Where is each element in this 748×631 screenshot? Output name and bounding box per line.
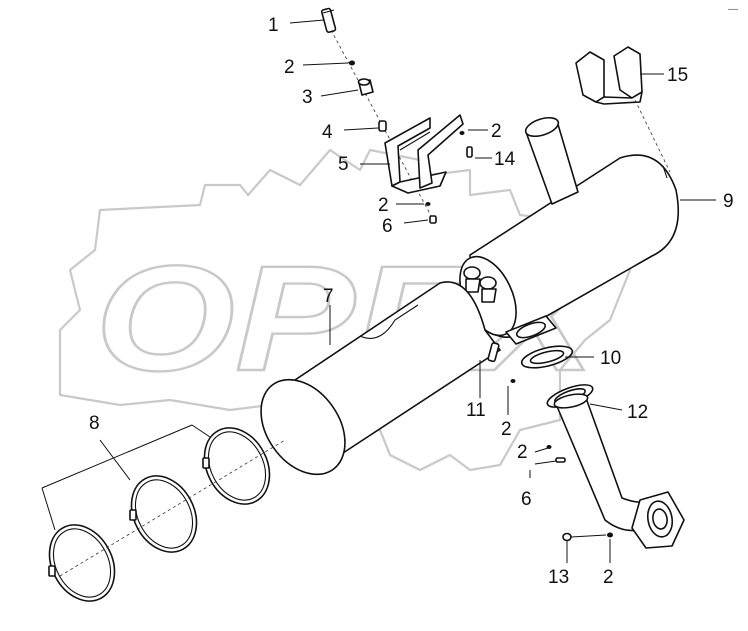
corner-mark: — xyxy=(728,4,738,15)
leader-lines xyxy=(41,19,716,563)
bolt xyxy=(320,7,337,33)
callout-7: 7 xyxy=(323,286,334,307)
callout-2: 2 xyxy=(603,567,614,588)
bolt xyxy=(466,146,473,158)
bolt-stack xyxy=(320,7,437,226)
callout-10: 10 xyxy=(600,348,621,369)
washer xyxy=(459,131,465,135)
callout-6: 6 xyxy=(382,216,393,237)
callouts: 1 2 3 4 2 5 14 2 6 15 9 7 10 11 12 2 2 6… xyxy=(89,15,734,588)
callout-13: 13 xyxy=(548,567,569,588)
nut xyxy=(562,532,572,542)
callout-6: 6 xyxy=(521,489,532,510)
spacer xyxy=(357,78,374,96)
callout-2: 2 xyxy=(501,419,512,440)
washer xyxy=(607,532,613,538)
washer xyxy=(349,60,355,66)
callout-15: 15 xyxy=(667,65,688,86)
mounting-bracket xyxy=(384,114,464,194)
callout-2: 2 xyxy=(517,442,528,463)
callout-2: 2 xyxy=(491,121,502,142)
callout-2: 2 xyxy=(378,195,389,216)
callout-5: 5 xyxy=(338,154,349,175)
callout-1: 1 xyxy=(268,15,279,36)
callout-8: 8 xyxy=(89,413,100,434)
callout-14: 14 xyxy=(494,149,516,170)
hose-clamp xyxy=(129,475,198,553)
washer xyxy=(425,202,431,206)
callout-9: 9 xyxy=(723,191,734,212)
bolt xyxy=(555,457,566,463)
nut xyxy=(378,120,387,132)
heat-shield-tube xyxy=(260,281,501,476)
callout-2: 2 xyxy=(284,57,295,78)
washer xyxy=(510,379,516,383)
callout-3: 3 xyxy=(302,87,313,108)
callout-4: 4 xyxy=(322,122,333,143)
callout-12: 12 xyxy=(627,402,648,423)
hose-clamp xyxy=(202,427,271,505)
mounting-bracket xyxy=(575,46,671,173)
callout-11: 11 xyxy=(466,400,486,421)
nut xyxy=(429,215,437,224)
exhaust-elbow-pipe xyxy=(553,393,685,549)
gasket xyxy=(520,345,574,369)
pin xyxy=(487,342,500,363)
